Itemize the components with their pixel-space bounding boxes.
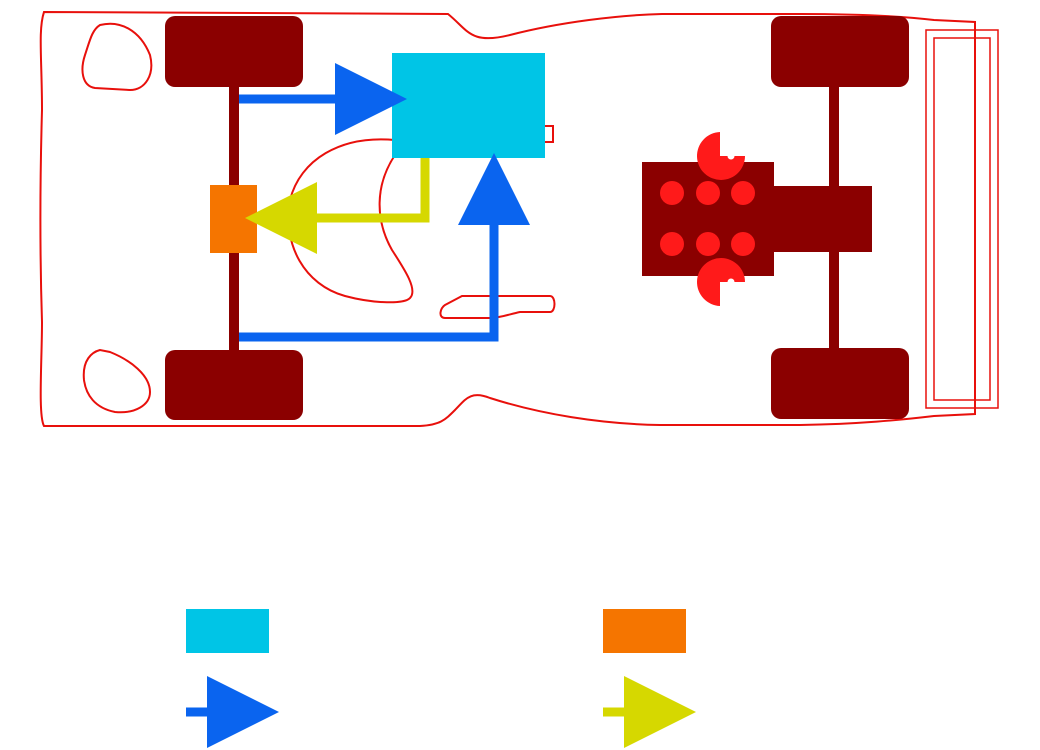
axle-unit-box (210, 185, 257, 253)
front-left-wheel (165, 16, 303, 87)
legend-swatch-front-unit (186, 609, 269, 653)
cockpit-outline (287, 138, 414, 304)
engine-cylinder (660, 181, 684, 205)
engine-cylinder (731, 232, 755, 256)
rear-left-wheel (771, 16, 909, 87)
rear-wing-outer (925, 29, 999, 409)
engine-block (642, 162, 774, 276)
legend-swatch-axle-unit (603, 609, 686, 653)
upper-side-handle (540, 125, 554, 143)
front-left-light-outline (81, 22, 153, 92)
transmission (770, 186, 872, 252)
flow-arrow-secondary (245, 158, 430, 254)
flow-arrow-bottom (239, 153, 530, 342)
lower-side-handle (439, 295, 556, 319)
rear-wing-inner (933, 37, 991, 401)
engine-cylinder (660, 232, 684, 256)
legend (186, 609, 696, 748)
engine-cylinder (696, 232, 720, 256)
engine-cylinder (731, 181, 755, 205)
engine-cylinder (696, 181, 720, 205)
upper-turbocharger (697, 132, 745, 180)
car-body-outline (39, 10, 976, 427)
front-unit-box (392, 53, 545, 158)
lower-turbocharger (697, 258, 745, 306)
rear-right-wheel (771, 348, 909, 419)
front-right-wheel (165, 350, 303, 420)
front-right-light-outline (82, 348, 152, 414)
